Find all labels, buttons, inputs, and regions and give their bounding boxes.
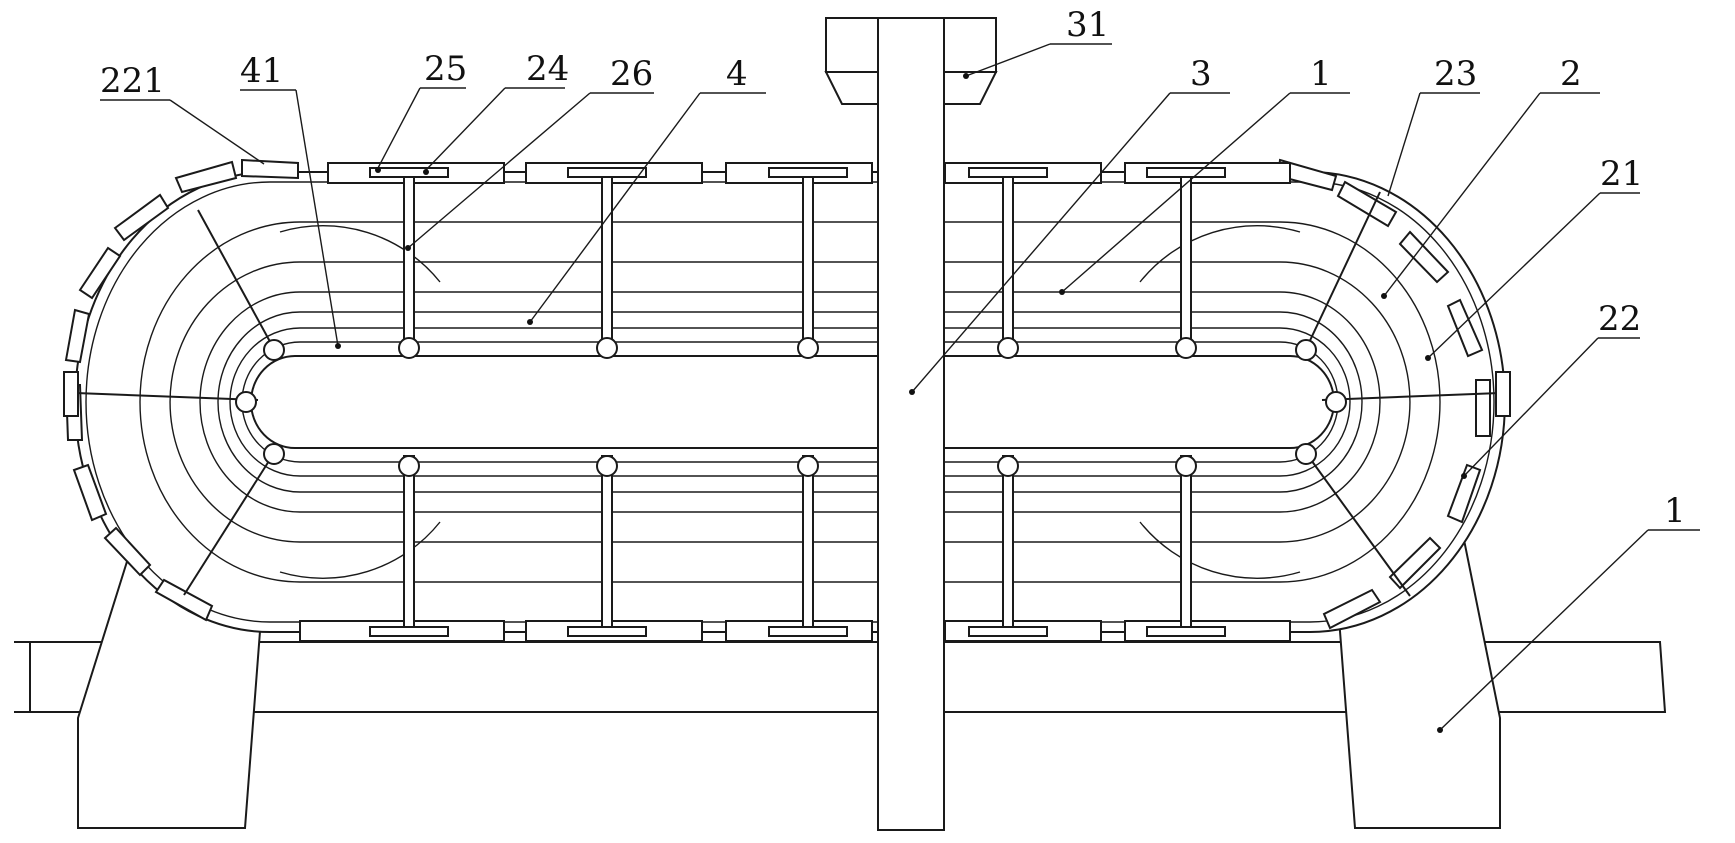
label-31: 31 xyxy=(1066,5,1109,45)
label-23: 23 xyxy=(1434,54,1477,94)
label-26: 26 xyxy=(610,54,653,94)
label-21: 21 xyxy=(1600,154,1643,194)
label-24: 24 xyxy=(526,49,569,89)
roller-arcs xyxy=(279,225,1301,579)
concentric-rings xyxy=(139,221,1441,583)
radial-rods xyxy=(63,191,1511,597)
label-1-bottom: 1 xyxy=(1664,491,1686,531)
label-2: 2 xyxy=(1560,54,1582,94)
label-3: 3 xyxy=(1190,54,1212,94)
label-221: 221 xyxy=(100,61,165,101)
leader-dots xyxy=(335,73,1467,733)
label-4: 4 xyxy=(726,54,748,94)
inner-hub xyxy=(250,355,1335,449)
leader-lines xyxy=(100,43,1700,731)
rod-t-pads xyxy=(369,167,1226,637)
central-shaft xyxy=(824,17,998,831)
label-25: 25 xyxy=(424,49,467,89)
label-22: 22 xyxy=(1598,299,1641,339)
push-rods xyxy=(403,173,1192,631)
label-41: 41 xyxy=(240,51,283,91)
ball-joints xyxy=(235,337,1347,477)
label-1-top: 1 xyxy=(1310,54,1332,94)
